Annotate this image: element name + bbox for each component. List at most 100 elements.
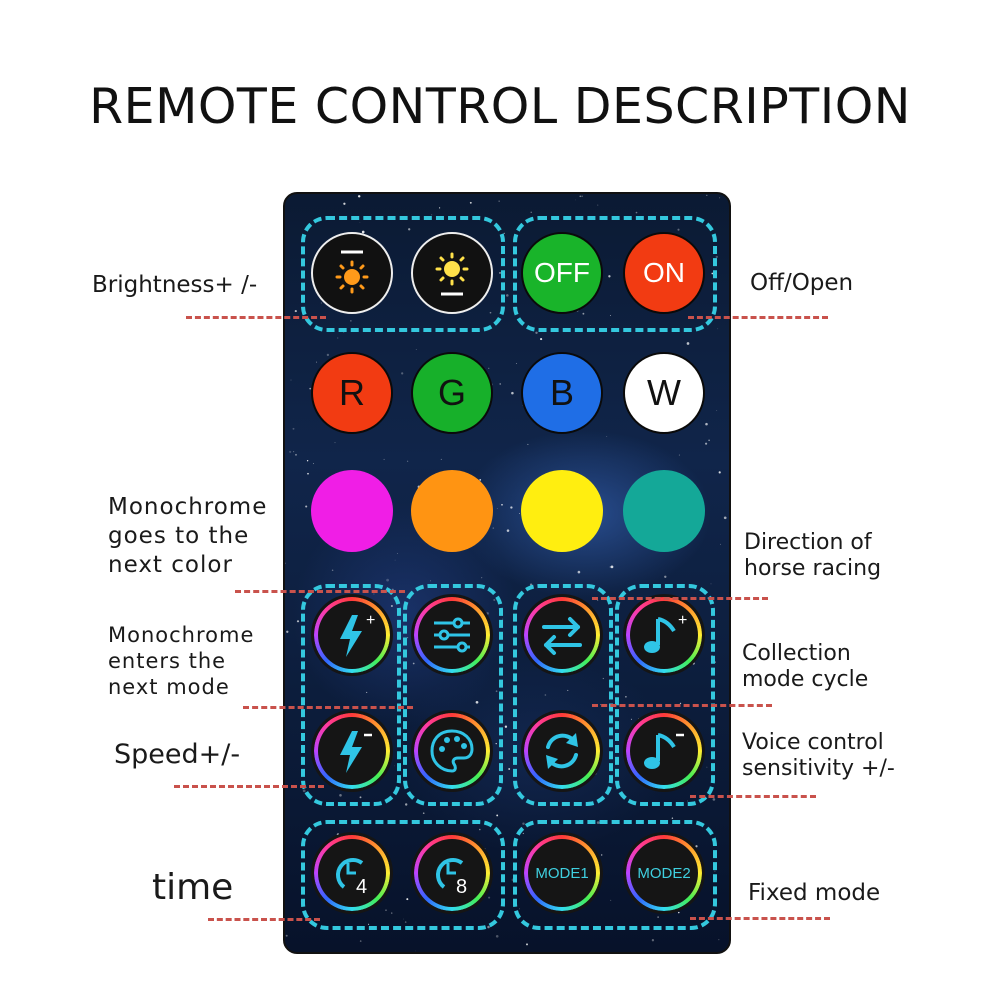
orange-button[interactable] [411, 470, 493, 552]
star [320, 302, 322, 304]
palette-icon [430, 729, 474, 773]
star [635, 211, 638, 214]
mode-select-group-outline [403, 584, 503, 806]
annotation-fixed: Fixed mode [748, 880, 881, 906]
star [415, 349, 417, 351]
star [602, 677, 604, 680]
star [677, 228, 680, 231]
star [394, 559, 396, 561]
red-button[interactable]: R [311, 352, 393, 434]
star [359, 222, 361, 223]
star [408, 228, 411, 231]
blue-button[interactable]: B [521, 352, 603, 434]
annotation-monochrome-color-line1: Monochrome [108, 494, 268, 520]
timer-8-button[interactable]: 8 [411, 832, 493, 914]
annotation-monochrome-color: Monochrome goes to the next color [108, 494, 267, 578]
star [339, 794, 342, 797]
speed-up-button[interactable]: + [311, 594, 393, 676]
palette-button[interactable] [411, 710, 493, 792]
star [305, 505, 308, 508]
star [499, 383, 501, 385]
lightning-minus-icon [340, 731, 372, 773]
star [508, 768, 511, 770]
star [475, 700, 479, 704]
annotation-brightness: Brightness+ /- [92, 272, 258, 298]
star [316, 361, 318, 363]
star [610, 899, 612, 901]
star [723, 516, 727, 520]
star [720, 543, 721, 545]
star [506, 294, 509, 297]
timer-4-button[interactable]: 4 [311, 832, 393, 914]
star [404, 921, 407, 923]
leader-line-collection [592, 704, 772, 707]
star [286, 630, 289, 633]
leader-line-monochrome-color [235, 590, 405, 593]
yellow-button[interactable] [521, 470, 603, 552]
green-button[interactable]: G [411, 352, 493, 434]
star [481, 577, 483, 579]
brightness-up-button[interactable] [411, 232, 493, 314]
annotation-off-open: Off/Open [750, 270, 854, 296]
star [718, 939, 720, 941]
off-button[interactable]: OFF [521, 232, 603, 314]
timer-icon: 4 [336, 858, 367, 898]
star [391, 912, 393, 914]
star [519, 513, 520, 514]
brightness-down-button[interactable] [311, 232, 393, 314]
star [343, 202, 346, 205]
star [671, 817, 674, 819]
direction-group-outline [513, 584, 613, 806]
star [504, 725, 508, 728]
star [717, 328, 719, 330]
leader-line-time [208, 918, 320, 921]
blue-button-label: B [549, 372, 574, 413]
speed-down-button[interactable] [311, 710, 393, 792]
star [544, 694, 547, 696]
white-button[interactable]: W [623, 352, 705, 434]
brightness-down-icon [335, 250, 369, 294]
direction-button[interactable] [521, 594, 603, 676]
mode2-label: MODE2 [637, 864, 691, 882]
star [712, 798, 716, 801]
cycle-icon [546, 733, 578, 769]
star [567, 689, 569, 691]
sensitivity-up-button[interactable]: + [623, 594, 705, 676]
star [334, 442, 336, 444]
star [630, 718, 632, 720]
star [488, 367, 490, 369]
star [705, 442, 708, 445]
sensitivity-down-button[interactable] [623, 710, 705, 792]
star [516, 362, 517, 364]
mode2-button[interactable]: MODE2 [623, 832, 705, 914]
mode1-button[interactable]: MODE1 [521, 832, 603, 914]
star [385, 909, 387, 911]
leader-line-off-open [688, 316, 828, 319]
annotation-direction-line2: horse racing [744, 556, 882, 581]
star [350, 320, 352, 322]
direction-arrows-icon [542, 617, 582, 655]
leader-line-speed [174, 785, 324, 788]
star [610, 565, 614, 569]
star [495, 743, 497, 745]
star [530, 211, 532, 213]
star [498, 200, 500, 202]
cycle-button[interactable] [521, 710, 603, 792]
magenta-button[interactable] [311, 470, 393, 552]
mode-adjust-button[interactable] [411, 594, 493, 676]
star [430, 580, 431, 582]
star [687, 800, 688, 802]
star [293, 451, 295, 453]
annotation-direction-line1: Direction of [744, 530, 872, 555]
star [495, 934, 499, 938]
star [711, 272, 714, 275]
star [679, 702, 682, 705]
star [686, 342, 690, 345]
on-button[interactable]: ON [623, 232, 705, 314]
star [678, 454, 680, 456]
teal-button[interactable] [623, 470, 705, 552]
star [359, 940, 362, 942]
star [496, 507, 498, 509]
leader-line-brightness [186, 316, 326, 319]
star [540, 338, 543, 341]
